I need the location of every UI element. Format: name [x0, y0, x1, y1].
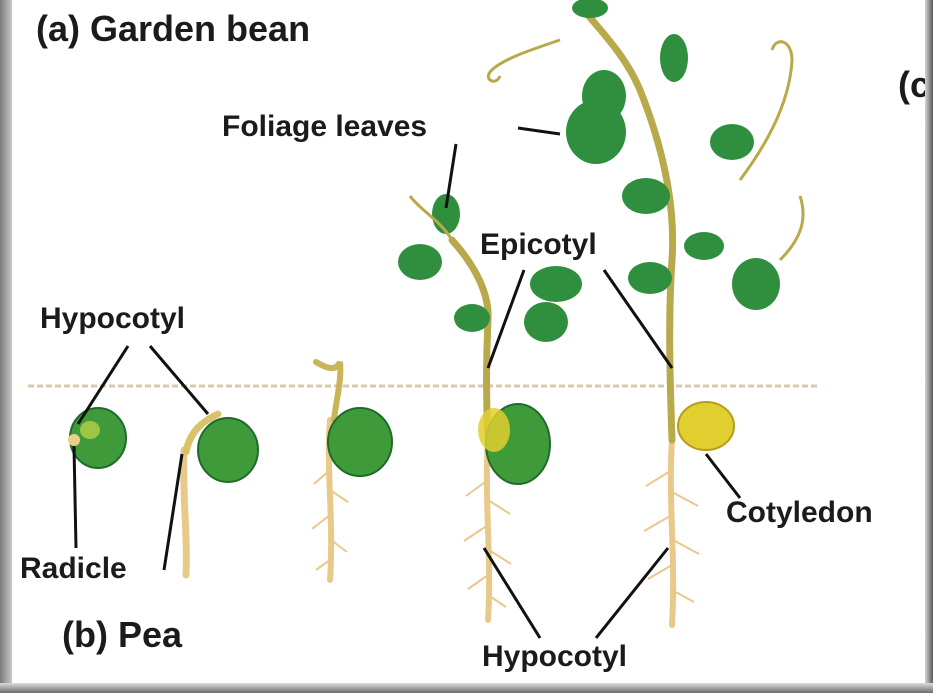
cotyledon — [328, 408, 392, 476]
pea-seedling-stage-3 — [312, 362, 392, 580]
leader-hypocotyl-bottom-right — [596, 548, 668, 638]
cotyledon-label: Cotyledon — [726, 496, 873, 530]
leaf — [524, 302, 568, 342]
tendril — [488, 40, 560, 81]
tendril — [740, 42, 792, 180]
leaf — [684, 232, 724, 260]
leaf — [660, 34, 688, 82]
shoot — [316, 362, 340, 420]
leader-cotyledon — [706, 454, 740, 498]
tendril — [780, 196, 803, 260]
radicle-label: Radicle — [20, 552, 127, 586]
pea-seedling-stage-2 — [184, 414, 258, 575]
leaf — [572, 0, 608, 18]
leader-hypocotyl-bottom-left — [484, 548, 540, 638]
hypocotyl-swelling — [478, 408, 510, 452]
leader-radicle-right — [164, 454, 182, 570]
frame-edge-bottom — [0, 683, 933, 693]
hypocotyl-bottom-label: Hypocotyl — [482, 640, 627, 674]
root — [671, 440, 673, 625]
leaf — [628, 262, 672, 294]
epicotyl-label: Epicotyl — [480, 228, 597, 262]
hypocotyl-top-label: Hypocotyl — [40, 302, 185, 336]
seed — [198, 418, 258, 482]
leader-hypocotyl-top-right — [150, 346, 208, 414]
leaf — [710, 124, 754, 160]
radicle-tip — [68, 434, 80, 446]
leader-radicle-left — [74, 446, 76, 548]
leaf — [530, 266, 582, 302]
seed-highlight — [80, 421, 100, 439]
leader-epicotyl-left — [488, 270, 524, 368]
frame-edge-right — [925, 0, 933, 693]
leaf — [622, 178, 670, 214]
foliage-leaves-label: Foliage leaves — [222, 110, 427, 144]
radicle-root — [184, 450, 187, 575]
frame-edge-left — [0, 0, 12, 693]
pea-heading: (b) Pea — [62, 614, 182, 656]
leaf — [454, 304, 490, 332]
garden-bean-heading: (a) Garden bean — [36, 8, 310, 50]
epicotyl-stem — [452, 240, 488, 440]
leader-foliage-leaves — [518, 128, 560, 134]
leaf — [398, 244, 442, 280]
root — [487, 440, 489, 620]
pea-seedling-stage-1 — [68, 408, 126, 468]
leaf — [582, 70, 626, 122]
leaf — [732, 258, 780, 310]
cotyledon — [678, 402, 734, 450]
